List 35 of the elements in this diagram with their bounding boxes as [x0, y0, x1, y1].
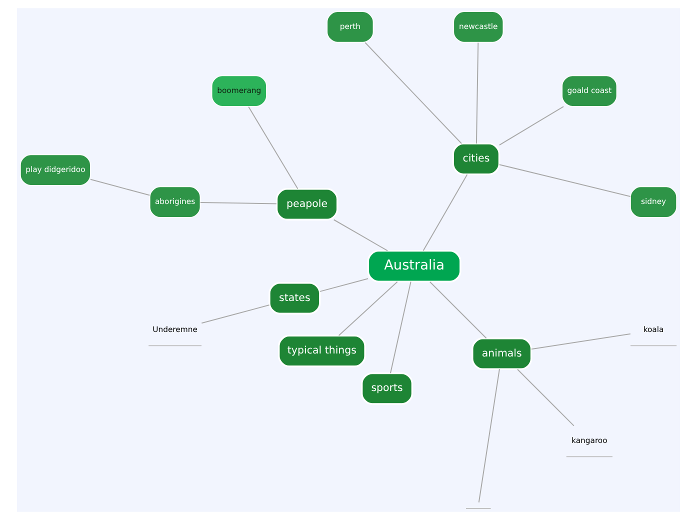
node-box: sports — [360, 372, 413, 405]
connector — [498, 164, 630, 197]
connector — [498, 106, 564, 146]
connector — [319, 278, 368, 292]
node-box: boomerang — [210, 75, 266, 107]
connector — [90, 178, 150, 196]
node-box: states — [268, 282, 320, 314]
connector — [429, 281, 486, 339]
connector — [248, 106, 298, 190]
connector — [478, 369, 500, 502]
node-box: Australia — [366, 250, 461, 282]
node-box: perth — [326, 11, 374, 43]
connector — [333, 219, 388, 252]
node-line — [465, 508, 491, 509]
node-box: cities — [452, 142, 500, 176]
connector — [530, 333, 630, 350]
connector — [516, 369, 574, 426]
node-box: newcastle — [452, 11, 504, 43]
connector — [389, 282, 411, 374]
connector — [338, 281, 398, 336]
connector — [364, 42, 462, 144]
node-box: typical things — [278, 334, 366, 368]
node-box: peapole — [275, 188, 338, 220]
node-text: Underemne — [152, 325, 197, 334]
node-text: koala — [642, 325, 664, 334]
connector — [200, 304, 269, 324]
connector — [422, 174, 468, 251]
node-box: animals — [471, 338, 532, 370]
node-text: kangaroo — [571, 436, 607, 446]
connector — [200, 202, 276, 204]
node-box: goald coast — [561, 75, 617, 107]
node-box: sidney — [630, 186, 677, 218]
node-box: aborigines — [148, 186, 200, 218]
node-box: play didgeridoo — [19, 154, 90, 186]
connector — [475, 42, 478, 144]
